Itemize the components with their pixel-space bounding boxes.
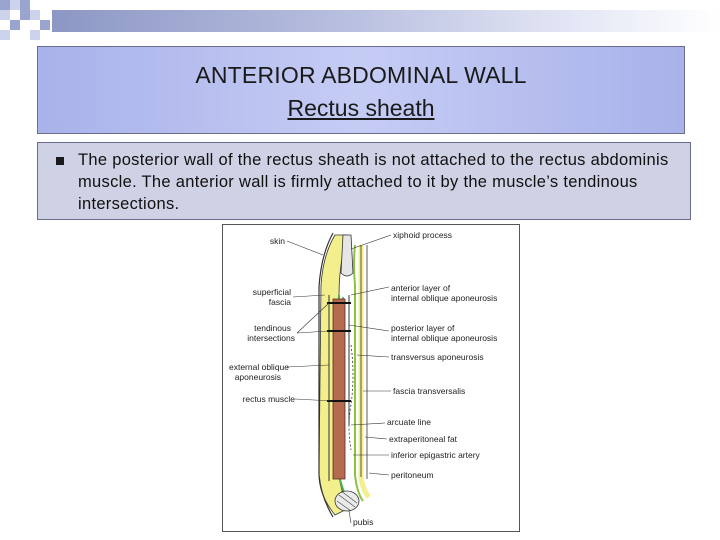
label-skin: skin <box>270 236 285 246</box>
diagram-svg: skin superficial fascia tendinous inters… <box>229 230 497 527</box>
slide-title: ANTERIOR ABDOMINAL WALL <box>195 62 527 88</box>
label-posterior-layer-2: internal oblique aponeurosis <box>391 333 497 343</box>
rectus-sheath-diagram: skin superficial fascia tendinous inters… <box>222 224 520 532</box>
bullet-box: The posterior wall of the rectus sheath … <box>37 142 691 220</box>
slide-subtitle: Rectus sheath <box>38 95 684 122</box>
label-fascia-transversalis: fascia transversalis <box>393 386 465 396</box>
label-pubis: pubis <box>353 517 373 527</box>
transversus-layer <box>353 244 364 502</box>
label-external-oblique-2: aponeurosis <box>235 372 281 382</box>
label-inferior-epigastric: inferior epigastric artery <box>391 450 481 460</box>
epigastric-artery <box>348 344 354 451</box>
label-tendinous-2: intersections <box>247 333 295 343</box>
label-extraperitoneal-fat: extraperitoneal fat <box>389 434 458 444</box>
label-anterior-layer-2: internal oblique aponeurosis <box>391 293 497 303</box>
label-peritoneum: peritoneum <box>391 470 434 480</box>
xiphoid-shape <box>340 234 354 277</box>
corner-decoration <box>0 0 60 40</box>
bullet-square-icon <box>56 157 64 165</box>
bullet-text: The posterior wall of the rectus sheath … <box>78 151 669 213</box>
label-xiphoid: xiphoid process <box>393 230 452 240</box>
fascia-transversalis-layer <box>358 245 371 499</box>
slide-title-box: ANTERIOR ABDOMINAL WALL Rectus sheath <box>37 46 685 134</box>
label-rectus-muscle: rectus muscle <box>243 394 296 404</box>
label-anterior-layer-1: anterior layer of <box>391 283 451 293</box>
skin-line <box>318 232 334 288</box>
top-gradient-band <box>52 10 720 32</box>
label-superficial-fascia-2: fascia <box>269 297 291 307</box>
rectus-muscle <box>332 298 346 480</box>
leader-lines-left <box>286 240 334 402</box>
label-posterior-layer-1: posterior layer of <box>391 323 455 333</box>
label-external-oblique-1: external oblique <box>229 362 289 372</box>
slide-subtitle-text: Rectus sheath <box>287 95 435 121</box>
leader-lines-right <box>348 234 392 524</box>
label-superficial-fascia-1: superficial <box>253 287 291 297</box>
label-tendinous-1: tendinous <box>254 323 291 333</box>
label-transversus: transversus aponeurosis <box>391 352 484 362</box>
label-arcuate-line: arcuate line <box>387 417 431 427</box>
